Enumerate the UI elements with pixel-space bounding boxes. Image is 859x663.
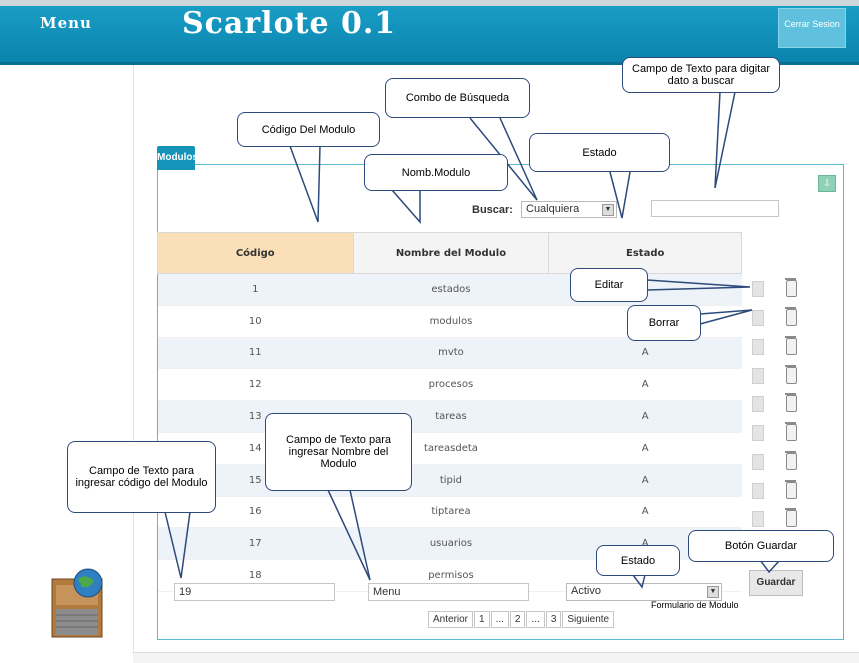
cell-nombre: procesos (353, 368, 549, 402)
estado-select[interactable]: Activo ▼ (566, 583, 722, 601)
estado-select-value: Activo (571, 585, 601, 597)
cell-estado: A (548, 496, 742, 529)
search-label: Buscar: (472, 204, 513, 216)
row-actions (752, 333, 802, 361)
callout-estado-bottom: Estado (596, 545, 680, 576)
cell-estado: A (548, 432, 742, 465)
row-actions (752, 275, 802, 303)
network-folder-icon (51, 568, 103, 638)
row-actions (752, 505, 802, 533)
browser-strip (0, 0, 859, 6)
edit-icon[interactable] (752, 454, 764, 470)
cell-estado: A (548, 400, 742, 433)
row-actions (752, 304, 802, 332)
menu-button[interactable]: Menu (40, 14, 92, 32)
form-caption: Formulario de Modulo (651, 600, 739, 610)
edit-icon[interactable] (752, 511, 764, 527)
tab-modulos[interactable]: Modulos (157, 146, 198, 170)
search-combo-value: Cualquiera (526, 203, 580, 215)
edit-icon[interactable] (752, 483, 764, 499)
row-actions (752, 477, 802, 505)
cell-estado: A (548, 464, 742, 497)
cell-nombre: tiptarea (353, 496, 549, 529)
cell-nombre: estados (353, 273, 549, 306)
trash-icon[interactable] (785, 480, 797, 499)
cell-codigo: 10 (157, 305, 354, 338)
trash-icon[interactable] (785, 508, 797, 527)
cell-codigo: 12 (157, 368, 354, 402)
pager-page[interactable]: 2 (509, 611, 526, 628)
edit-icon[interactable] (752, 396, 764, 412)
column-header-codigo[interactable]: Código (157, 232, 354, 274)
search-input[interactable] (651, 200, 779, 217)
cell-codigo: 1 (157, 273, 354, 306)
callout-borrar: Borrar (627, 305, 701, 341)
cell-codigo: 17 (157, 527, 354, 561)
app-title: Scarlote 0.1 (182, 6, 397, 41)
cell-nombre: usuarios (353, 527, 549, 561)
trash-icon[interactable] (785, 365, 797, 384)
top-bar: Menu Scarlote 0.1 Cerrar Sesion (0, 0, 859, 65)
callout-combo-busqueda: Combo de Búsqueda (385, 78, 530, 118)
trash-icon[interactable] (785, 393, 797, 412)
column-header-estado[interactable]: Estado (548, 232, 742, 274)
chevron-down-icon: ▼ (602, 204, 614, 216)
cell-codigo: 11 (157, 337, 354, 370)
row-actions (752, 362, 802, 390)
pager-next[interactable]: Siguiente (562, 611, 615, 628)
sidebar (0, 65, 134, 660)
cell-estado: A (548, 368, 742, 402)
edit-icon[interactable] (752, 368, 764, 384)
callout-campo-nombre: Campo de Texto para ingresar Nombre del … (265, 413, 412, 491)
chevron-down-icon: ▼ (707, 586, 719, 598)
trash-icon[interactable] (785, 278, 797, 297)
status-bar (133, 652, 859, 663)
edit-icon[interactable] (752, 425, 764, 441)
column-header-nombre[interactable]: Nombre del Modulo (352, 232, 550, 274)
pager-page[interactable]: 1 (474, 611, 490, 628)
row-actions (752, 390, 802, 418)
edit-icon[interactable] (752, 281, 764, 297)
collapse-toggle-icon[interactable]: ⇩ (818, 175, 836, 192)
pager-ellipsis: ... (526, 611, 545, 628)
callout-boton-guardar: Botón Guardar (688, 530, 834, 562)
nombre-input[interactable]: Menu (368, 583, 529, 601)
edit-icon[interactable] (752, 339, 764, 355)
edit-icon[interactable] (752, 310, 764, 326)
cell-nombre: modulos (353, 305, 549, 338)
callout-campo-buscar: Campo de Texto para digitar dato a busca… (622, 57, 780, 93)
table-header-row: Código Nombre del Modulo Estado (157, 232, 742, 274)
callout-codigo-modulo: Código Del Modulo (237, 112, 380, 147)
row-actions (752, 448, 802, 476)
trash-icon[interactable] (785, 451, 797, 470)
callout-nomb-modulo: Nomb.Modulo (364, 154, 508, 191)
cell-nombre: mvto (353, 337, 549, 370)
trash-icon[interactable] (785, 336, 797, 355)
trash-icon[interactable] (785, 422, 797, 441)
callout-campo-codigo: Campo de Texto para ingresar código del … (67, 441, 216, 513)
row-actions (752, 419, 802, 447)
callout-estado-top: Estado (529, 133, 670, 172)
pager-ellipsis: ... (490, 611, 509, 628)
save-button[interactable]: Guardar (749, 570, 803, 596)
codigo-input[interactable]: 19 (174, 583, 335, 601)
pager-prev[interactable]: Anterior (428, 611, 474, 628)
callout-editar: Editar (570, 268, 648, 302)
trash-icon[interactable] (785, 307, 797, 326)
pager-page[interactable]: 3 (545, 611, 562, 628)
logout-button[interactable]: Cerrar Sesion (778, 8, 846, 48)
search-combo[interactable]: Cualquiera ▼ (521, 201, 617, 218)
cell-estado: A (548, 337, 742, 370)
